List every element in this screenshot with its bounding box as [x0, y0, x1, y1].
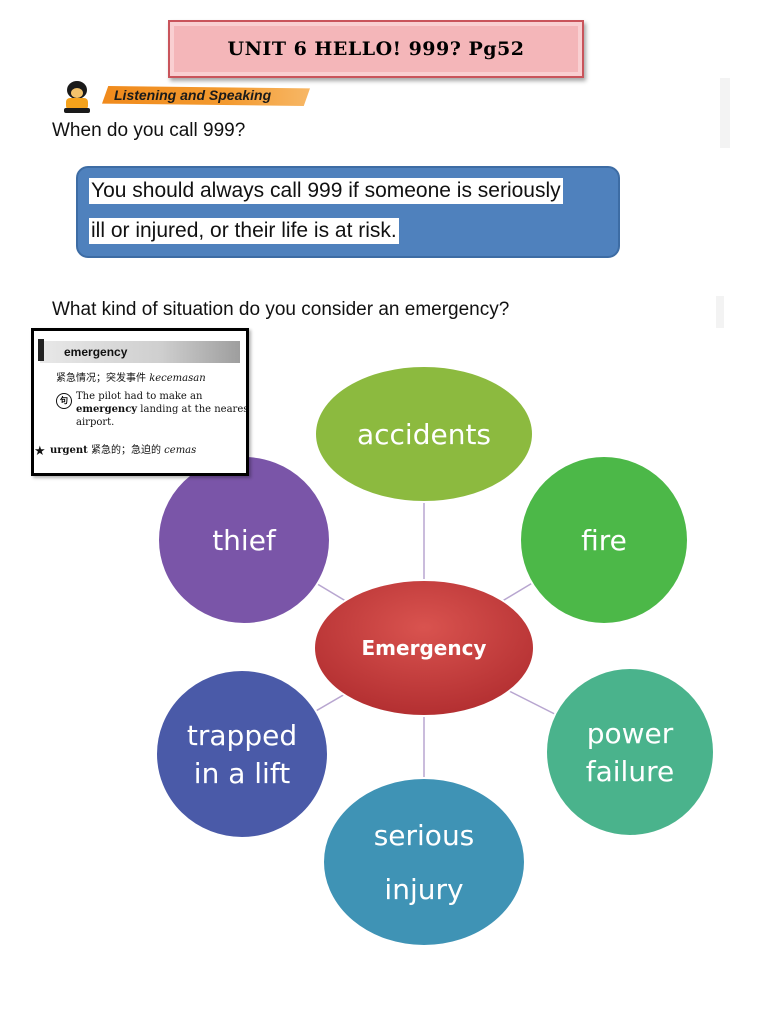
answer-line-1: You should always call 999 if someone is…	[89, 178, 563, 204]
scan-edge-shadow-2	[716, 296, 724, 328]
dictionary-translation-ms: kecemasan	[149, 373, 206, 384]
dictionary-example-2: landing at the nearest	[140, 404, 249, 415]
node-label-trapped-in-a-lift: in a lift	[194, 757, 290, 790]
node-shape-power-failure	[545, 667, 715, 837]
node-serious-injury: serious injury	[322, 777, 526, 947]
example-badge: 句	[56, 393, 72, 409]
scan-edge-shadow	[720, 78, 730, 148]
dictionary-headword: emergency	[64, 345, 128, 359]
center-node-label: Emergency	[362, 636, 487, 660]
student-mascot-icon	[64, 81, 90, 113]
dictionary-clipping: emergency 紧急情况；突发事件 kecemasan 句 The pilo…	[31, 328, 249, 476]
dictionary-related-zh: 紧急的；急迫的	[90, 445, 161, 456]
node-label-serious-injury: injury	[384, 873, 463, 906]
dictionary-marker	[38, 339, 44, 361]
dictionary-example-1: The pilot had to make an	[76, 391, 203, 402]
node-power-failure: power failure	[545, 667, 715, 837]
dictionary-translation: 紧急情况；突发事件 kecemasan	[56, 373, 206, 385]
question-when-call: When do you call 999?	[52, 120, 246, 141]
node-label-serious-injury: serious	[374, 819, 475, 852]
section-label: Listening and Speaking	[114, 87, 272, 103]
node-label-trapped-in-a-lift: trapped	[187, 719, 297, 752]
dictionary-related-word: urgent	[50, 445, 88, 456]
dictionary-related: urgent 紧急的；急迫的 cemas	[50, 445, 196, 457]
node-label-thief: thief	[212, 524, 277, 557]
node-trapped-in-a-lift: trapped in a lift	[155, 669, 329, 839]
dictionary-header-bar	[40, 341, 240, 363]
title-banner: UNIT 6 HELLO! 999? Pg52	[168, 20, 584, 78]
node-shape-trapped-in-a-lift	[155, 669, 329, 839]
node-shape-fire	[519, 455, 689, 625]
dictionary-example-word: emergency	[76, 404, 138, 415]
node-fire: fire	[519, 455, 689, 625]
section-banner	[102, 86, 310, 106]
node-accidents: accidents	[314, 365, 534, 503]
dictionary-example-3: airport.	[76, 417, 115, 428]
node-shape-accidents	[314, 365, 534, 503]
node-label-accidents: accidents	[357, 418, 491, 451]
question-what-emergency: What kind of situation do you consider a…	[52, 299, 510, 320]
node-shape-serious-injury	[322, 777, 526, 947]
answer-line-2: ill or injured, or their life is at risk…	[89, 218, 399, 244]
page-title: UNIT 6 HELLO! 999? Pg52	[227, 38, 525, 60]
star-icon: ★	[34, 443, 46, 458]
node-label-power-failure: power	[587, 717, 674, 750]
dictionary-related-ms: cemas	[164, 445, 197, 456]
center-node-shape	[313, 579, 535, 717]
node-thief: thief	[157, 455, 331, 625]
dictionary-translation-zh: 紧急情况；突发事件	[56, 373, 146, 384]
node-label-fire: fire	[581, 524, 627, 557]
node-label-power-failure: failure	[586, 755, 674, 788]
